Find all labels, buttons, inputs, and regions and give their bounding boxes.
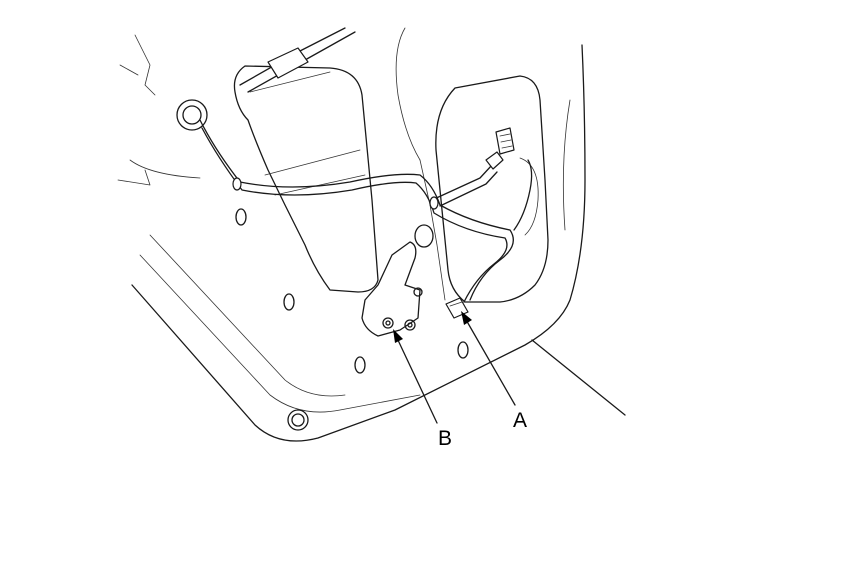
grommet <box>176 99 208 131</box>
right-service-opening <box>435 75 549 303</box>
wire-harness <box>199 27 533 303</box>
leader-a <box>461 311 516 406</box>
leader-b <box>393 329 438 424</box>
lock-actuator <box>361 224 434 337</box>
bolt-b <box>382 317 394 329</box>
callout-b-label: B <box>438 427 453 450</box>
upper-service-opening <box>233 65 379 293</box>
mounting-holes <box>235 208 469 431</box>
door-panel-outline <box>117 27 626 442</box>
callout-a-label: A <box>513 409 528 432</box>
